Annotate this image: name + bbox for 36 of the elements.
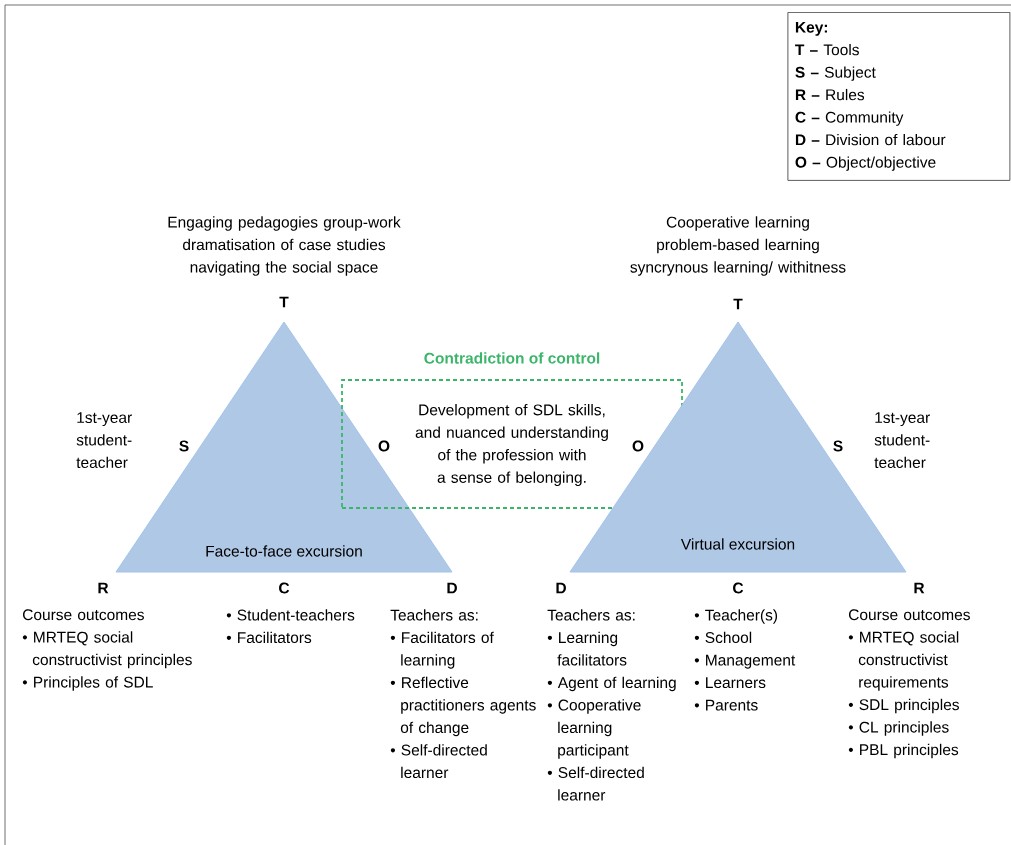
vertex-letter: T bbox=[279, 296, 289, 308]
vertex-letter: S bbox=[179, 440, 189, 452]
vertex-letter: R bbox=[914, 582, 925, 594]
list-item: • MRTEQ social constructivist requirements bbox=[848, 631, 959, 691]
vertex-letter: O bbox=[632, 440, 644, 452]
top-text: Cooperative learning problem-based learning syncrynous learning/ withitness bbox=[630, 216, 846, 276]
list-item: • School bbox=[694, 631, 752, 644]
list-item: • Facilitators of learning bbox=[390, 631, 494, 669]
list-item: Course outcomes bbox=[23, 609, 144, 621]
list-item: • Teacher(s) bbox=[694, 609, 778, 624]
list-item: Teachers as: bbox=[390, 609, 478, 621]
list-item: • Agent of learning bbox=[547, 676, 676, 692]
vertex-letter: D bbox=[447, 582, 457, 594]
vertex-letter: D bbox=[556, 582, 566, 594]
list-item: • Principles of SDL bbox=[22, 676, 153, 691]
list-item: Course outcomes bbox=[849, 609, 970, 621]
list-item: • Learners bbox=[694, 677, 766, 689]
list-item: • Reflective practitioners agents of change bbox=[390, 676, 536, 737]
list-item: • PBL principles bbox=[848, 743, 959, 759]
top-text: Engaging pedagogies group-work dramatisation of case studies navigating the social space bbox=[168, 216, 401, 276]
list-item: • MRTEQ social constructivist principles bbox=[22, 631, 192, 669]
list-item: • Learning facilitators bbox=[547, 631, 627, 666]
list-item: • Facilitators bbox=[226, 631, 312, 644]
list-item: • Cooperative learning participant bbox=[547, 699, 641, 759]
list-item: • CL principles bbox=[848, 721, 949, 736]
list-item: • Management bbox=[694, 654, 796, 669]
list-item: Teachers as: bbox=[547, 609, 635, 621]
vertex-letter: R bbox=[98, 582, 109, 594]
list-item: • Parents bbox=[694, 699, 758, 711]
vertex-letter: S bbox=[833, 440, 843, 452]
key-box: Key: T – Tools S – Subject R – Rules C – Community D – Division of labour O – Object/objective bbox=[787, 12, 1011, 181]
vertex-letter: O bbox=[378, 440, 390, 452]
list-item: • Student-teachers bbox=[226, 609, 355, 621]
list-item: • SDL principles bbox=[848, 698, 959, 714]
list-item: • Self-directed learner bbox=[547, 766, 644, 801]
list-item: • Self-directed learner bbox=[390, 744, 487, 779]
